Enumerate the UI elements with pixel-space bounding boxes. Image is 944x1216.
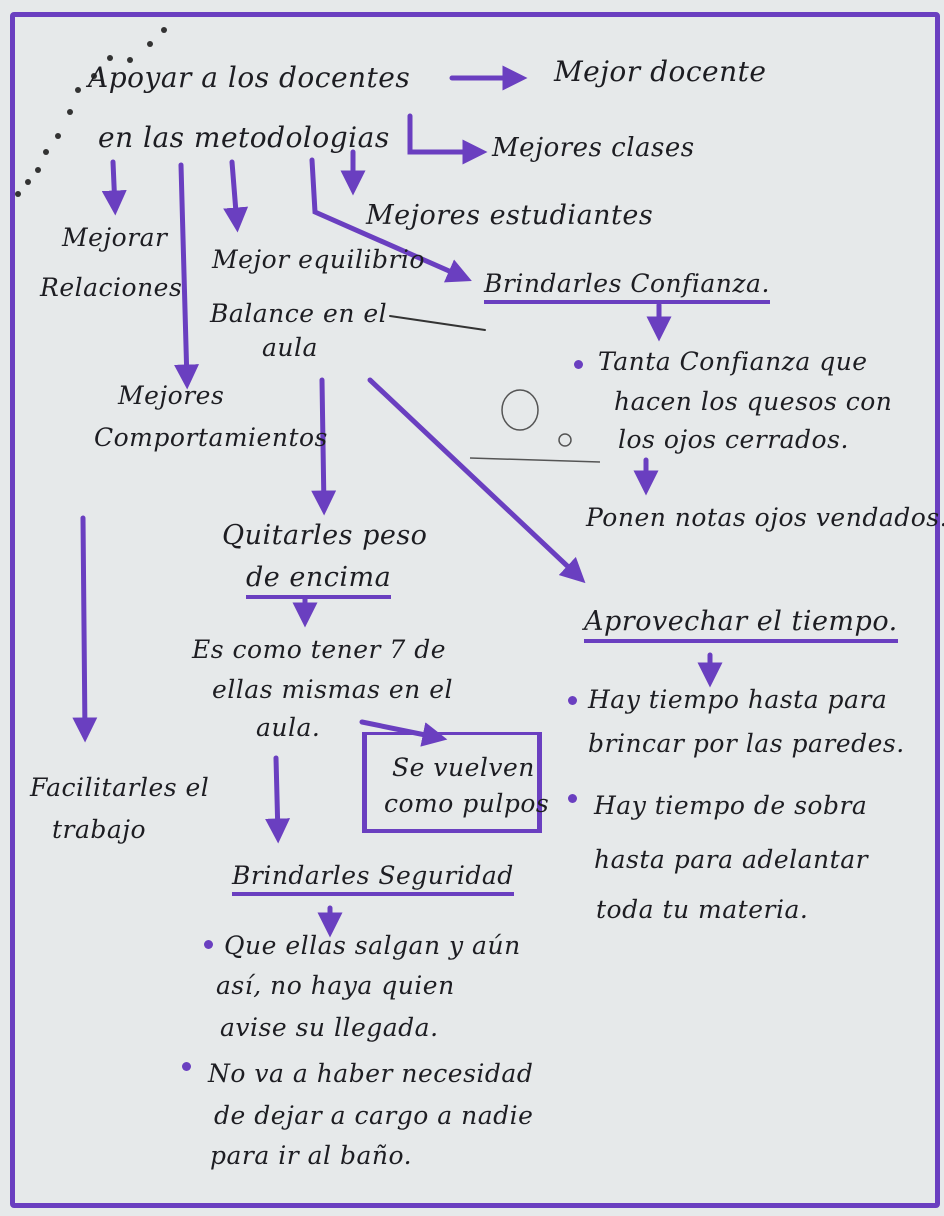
seguridad-note1-line2: así, no haya quien — [216, 971, 455, 1000]
confianza-note1-line2: hacen los quesos con — [614, 387, 893, 416]
branch-facilitarles-1: Facilitarles el — [30, 773, 210, 802]
bullet-dot — [574, 360, 583, 369]
tiempo-note2-line3: toda tu materia. — [596, 895, 809, 924]
outcome-mejores-estudiantes: Mejores estudiantes — [366, 200, 654, 231]
seguridad-note1-line1: Que ellas salgan y aún — [224, 931, 521, 960]
branch-balance-1: Balance en el — [210, 299, 388, 328]
bullet-dot — [182, 1062, 191, 1071]
seguridad-note2-line2: de dejar a cargo a nadie — [214, 1101, 534, 1130]
seguridad-note2-line1: No va a haber necesidad — [208, 1059, 534, 1088]
tiempo-note2-line2: hasta para adelantar — [594, 845, 869, 874]
outcome-mejor-docente: Mejor docente — [554, 55, 767, 88]
outcome-mejores-clases: Mejores clases — [492, 133, 695, 163]
branch-comportamientos-2: Comportamientos — [94, 423, 328, 452]
bullet-dot — [568, 794, 577, 803]
tiempo-note1-line2: brincar por las paredes. — [588, 729, 905, 758]
tiempo-note2-line1: Hay tiempo de sobra — [594, 791, 868, 820]
peso-note-line3: aula. — [256, 713, 321, 742]
branch-facilitarles-2: trabajo — [52, 815, 147, 844]
pulpos-line1: Se vuelven — [392, 753, 535, 782]
bullet-dot — [204, 940, 213, 949]
confianza-note1-line1: Tanta Confianza que — [598, 347, 868, 376]
confianza-note2: Ponen notas ojos vendados. — [586, 503, 944, 532]
branch-mejor-equilibrio: Mejor equilibrio — [212, 245, 425, 274]
root-line2: en las metodologias — [98, 121, 390, 154]
tiempo-title: Aprovechar el tiempo. — [584, 604, 898, 643]
pulpos-box — [362, 732, 542, 833]
branch-balance-2: aula — [262, 333, 318, 362]
seguridad-title: Brindarles Seguridad — [232, 858, 514, 896]
seguridad-note1-line3: avise su llegada. — [220, 1013, 439, 1042]
confianza-note1-line3: los ojos cerrados. — [618, 425, 849, 454]
peso-note-line1: Es como tener 7 de — [192, 635, 447, 664]
peso-note-line2: ellas mismas en el — [212, 675, 454, 704]
confianza-title: Brindarles Confianza. — [484, 266, 770, 304]
seguridad-note2-line3: para ir al baño. — [210, 1141, 413, 1170]
page-border — [10, 12, 940, 1208]
bullet-dot — [568, 696, 577, 705]
root-line1: Apoyar a los docentes — [88, 61, 411, 94]
branch-mejorar-relaciones-2: Relaciones — [40, 273, 183, 302]
tiempo-note1-line1: Hay tiempo hasta para — [588, 685, 888, 714]
peso-title-1: Quitarles peso — [222, 520, 428, 551]
pulpos-line2: como pulpos — [384, 789, 550, 818]
peso-title-2: de encima — [246, 560, 392, 599]
branch-comportamientos-1: Mejores — [118, 381, 225, 410]
branch-mejorar-relaciones-1: Mejorar — [62, 223, 168, 252]
